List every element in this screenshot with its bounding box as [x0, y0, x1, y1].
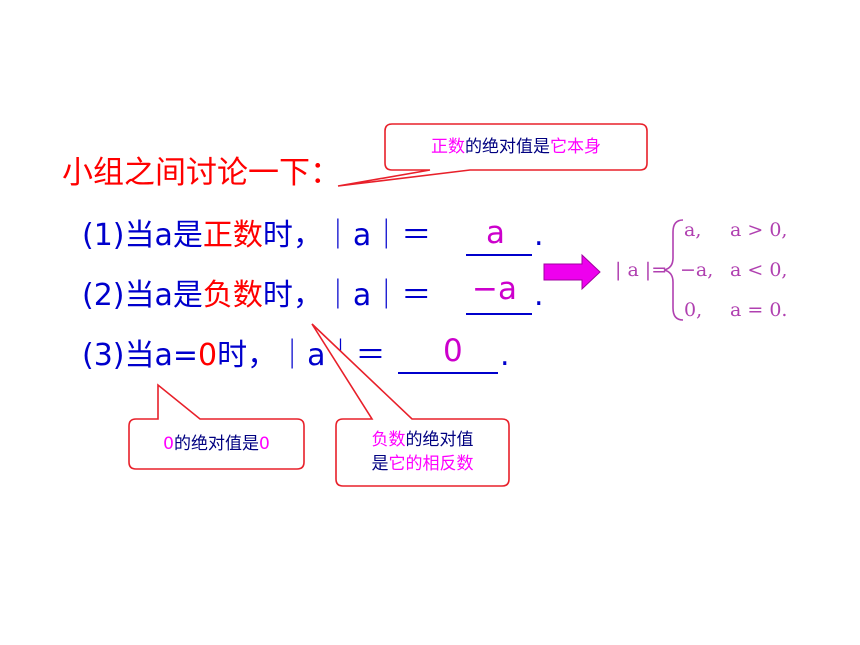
callout-body: 是	[371, 454, 389, 474]
left-brace-icon	[663, 219, 684, 321]
answer-blank-1	[466, 254, 532, 256]
question-suffix: 时，	[217, 338, 278, 373]
callout-keyword: 0	[259, 434, 270, 454]
answer-1: a	[486, 215, 505, 251]
callout-body: 的绝对值	[405, 430, 474, 450]
question-line-2: (2)当a是负数时，｜a｜＝	[82, 276, 431, 316]
question-prefix: 当a是	[124, 278, 203, 313]
piecewise-lhs: | a |=	[615, 259, 668, 281]
question-prefix: 当a=	[124, 338, 199, 373]
period-3: .	[500, 338, 510, 373]
discussion-heading: 小组之间讨论一下：	[62, 155, 341, 191]
left-callout-text: 0的绝对值是0	[129, 432, 304, 456]
right-arrow-icon	[543, 253, 601, 291]
question-keyword: 负数	[202, 278, 263, 313]
answer-2: −a	[472, 271, 517, 307]
right-callout-text: 负数的绝对值 是它的相反数	[336, 428, 509, 476]
abs-expression: ｜a｜＝	[322, 278, 432, 313]
callout-keyword: 负数	[371, 430, 406, 450]
answer-3: 0	[443, 333, 463, 369]
piecewise-cond-3: a = 0.	[730, 299, 788, 321]
question-line-3: (3)当a=0时，｜a｜＝	[82, 336, 386, 376]
piecewise-value-1: a,	[684, 219, 702, 241]
question-suffix: 时，	[262, 218, 323, 253]
callout-keyword: 正数	[431, 137, 465, 157]
question-suffix: 时，	[262, 278, 323, 313]
piecewise-cond-2: a < 0,	[730, 259, 788, 281]
callout-keyword: 它的相反数	[388, 454, 474, 474]
question-number: (1)	[82, 218, 125, 253]
question-keyword: 正数	[202, 218, 263, 253]
question-number: (3)	[82, 338, 125, 373]
callout-body: 的绝对值是	[174, 434, 259, 454]
right-callout-shape	[311, 323, 510, 487]
callout-body: 的绝对值是	[465, 137, 550, 157]
left-callout-shape	[128, 383, 305, 470]
piecewise-value-3: 0,	[684, 299, 703, 321]
callout-keyword: 它本身	[550, 137, 601, 157]
top-callout-shape	[337, 123, 648, 187]
question-prefix: 当a是	[124, 218, 203, 253]
callout-keyword: 0	[163, 434, 174, 454]
question-number: (2)	[82, 278, 125, 313]
piecewise-value-2: −a,	[680, 259, 714, 281]
answer-blank-2	[466, 313, 532, 315]
question-keyword: 0	[198, 338, 218, 373]
answer-blank-3	[398, 372, 498, 374]
period-2: .	[534, 278, 544, 313]
period-1: .	[534, 218, 544, 253]
abs-expression: ｜a｜＝	[322, 218, 432, 253]
piecewise-cond-1: a > 0,	[730, 219, 788, 241]
top-callout-text: 正数的绝对值是它本身	[385, 135, 647, 159]
question-line-1: (1)当a是正数时，｜a｜＝	[82, 216, 431, 256]
